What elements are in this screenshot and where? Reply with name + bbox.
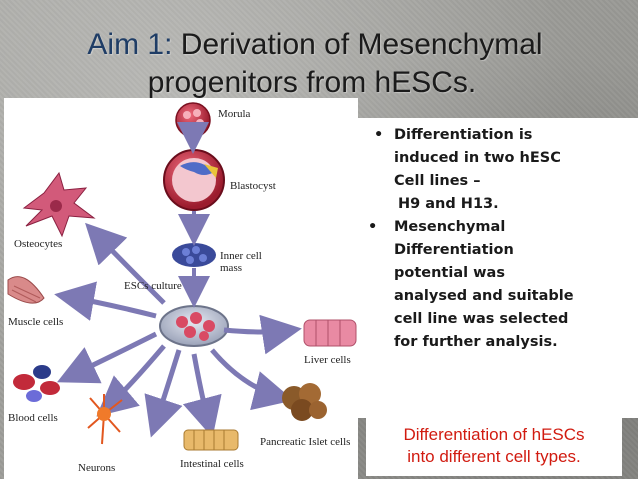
bullet-item: • Mesenchymal Differentiation potential …	[368, 216, 614, 354]
inner-cell-mass-illustration	[172, 243, 216, 267]
muscle-cells-illustration	[7, 276, 45, 304]
intestinal-cells-illustration	[183, 429, 239, 451]
bullet-line: induced in two hESC	[394, 150, 561, 166]
slide-title: Aim 1: Derivation of Mesenchymal progeni…	[0, 26, 638, 102]
esc-culture-dish	[159, 305, 229, 347]
bullet-line: H9 and H13.	[398, 196, 499, 212]
bullet-line: Mesenchymal	[394, 219, 506, 235]
neuron-illustration	[87, 394, 123, 445]
bullet-line: potential was	[394, 265, 505, 281]
blood-cells-illustration	[13, 365, 60, 402]
label-neurons: Neurons	[78, 462, 116, 474]
bullet-line: Differentiation	[394, 242, 514, 258]
osteocyte-illustration	[22, 171, 96, 238]
bullet-marker: •	[374, 127, 384, 143]
differentiation-arrows	[54, 222, 302, 438]
label-intestinal-cells: Intestinal cells	[180, 458, 244, 470]
figure-caption: Differentiation of hESCs into different …	[366, 418, 622, 476]
differentiation-diagram	[7, 102, 357, 451]
bullet-marker: •	[368, 219, 378, 235]
morula-illustration	[175, 102, 211, 138]
title-text: Derivation of Mesenchymal	[172, 28, 543, 61]
bullet-text: Differentiation is induced in two hESC C…	[394, 124, 614, 216]
label-liver-cells: Liver cells	[304, 354, 351, 366]
label-blastocyst: Blastocyst	[230, 180, 276, 192]
title-line-1: Aim 1: Derivation of Mesenchymal	[0, 26, 638, 64]
bullet-line: analysed and suitable	[394, 288, 574, 304]
label-morula: Morula	[218, 108, 251, 120]
label-inner-cell: Inner cell	[220, 250, 262, 262]
bullet-panel	[358, 118, 638, 418]
development-arrows	[177, 122, 210, 308]
label-osteocytes: Osteocytes	[14, 238, 63, 250]
caption-line-1: Differentiation of hESCs	[403, 425, 585, 444]
title-line-2: progenitors from hESCs.	[147, 66, 477, 99]
label-inner-cell-mass: mass	[220, 262, 242, 274]
bullet-line: Cell lines –	[394, 173, 481, 189]
bullet-item: • Differentiation is induced in two hESC…	[374, 124, 614, 216]
pancreatic-islet-illustration	[282, 383, 327, 421]
label-escs-culture: ESCs culture	[124, 280, 182, 292]
bullet-text: Mesenchymal Differentiation potential wa…	[394, 216, 614, 354]
liver-cells-illustration	[303, 319, 357, 347]
blastocyst-illustration	[163, 149, 225, 211]
bullet-line: Differentiation is	[394, 127, 533, 143]
label-blood-cells: Blood cells	[8, 412, 58, 424]
label-pancreatic-islet-cells: Pancreatic Islet cells	[260, 436, 351, 448]
bullet-line: cell line was selected	[394, 311, 569, 327]
caption-line-2: into different cell types.	[407, 447, 581, 466]
differentiation-figure: Morula Blastocyst Inner cell mass Osteoc…	[4, 98, 358, 479]
bullet-list: • Differentiation is induced in two hESC…	[368, 124, 614, 354]
title-aim-label: Aim 1:	[87, 28, 173, 61]
bullet-line: for further analysis.	[394, 334, 558, 350]
label-muscle-cells: Muscle cells	[8, 316, 64, 328]
